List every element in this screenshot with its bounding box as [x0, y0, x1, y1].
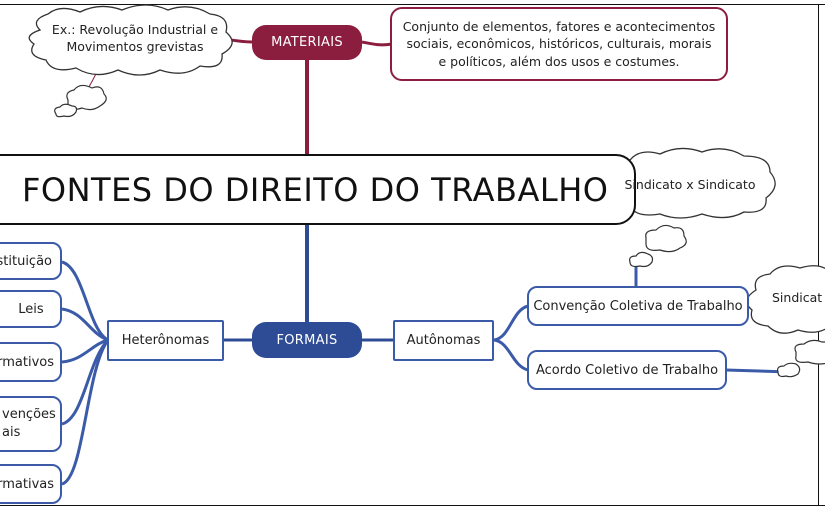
autonomas-item-acordo: Acordo Coletivo de Trabalho: [527, 350, 727, 390]
frame-right: [818, 4, 819, 506]
heteronomas-item-label: rmativos: [0, 354, 54, 370]
heteronomas-fan: [61, 260, 110, 486]
frame-bottom: [0, 505, 825, 506]
materiais-definition-box: Conjunto de elementos, fatores e acontec…: [390, 7, 728, 81]
materiais-label: MATERIAIS: [271, 35, 343, 50]
heteronomas-item-convencoes: venções ais: [0, 396, 62, 452]
autonomas-item-label: Acordo Coletivo de Trabalho: [535, 362, 719, 378]
cloud-sindicat-text: Sindicat: [772, 290, 823, 305]
heteronomas-item-label: stituição: [0, 253, 52, 269]
frame-top: [0, 4, 825, 5]
cloud-sindicat: [746, 265, 825, 334]
formais-label: FORMAIS: [276, 332, 338, 348]
autonomas-box: Autônomas: [393, 320, 494, 361]
heteronomas-item-label: venções ais: [2, 407, 56, 440]
cloud-example: [28, 4, 233, 76]
heteronomas-item-label: rmativas: [0, 476, 54, 492]
materiais-node: MATERIAIS: [252, 25, 362, 60]
materiais-example-text: Ex.: Revolução Industrial e Movimentos g…: [51, 22, 219, 54]
autonomas-fan: [493, 304, 529, 372]
cloud-sindicato-x-text: Sindicato x Sindicato: [624, 177, 756, 192]
autonomas-item-convencao: Convenção Coletiva de Trabalho: [527, 286, 749, 326]
heteronomas-item-constituicao: stituição: [0, 242, 62, 280]
autonomas-item-label: Convenção Coletiva de Trabalho: [533, 298, 743, 314]
line-materiais-definition: [361, 40, 393, 47]
title-box: FONTES DO DIREITO DO TRABALHO: [0, 154, 636, 225]
heteronomas-label: Heterônomas: [121, 333, 210, 348]
materiais-definition-text: Conjunto de elementos, fatores e acontec…: [402, 18, 716, 69]
cloud-small-mid: [629, 224, 687, 268]
page-title: FONTES DO DIREITO DO TRABALHO: [22, 170, 609, 209]
heteronomas-item-leis: Leis: [0, 290, 62, 328]
cloud-small-right: [777, 339, 825, 378]
heteronomas-box: Heterônomas: [107, 320, 224, 361]
formais-node: FORMAIS: [252, 322, 362, 358]
autonomas-label: Autônomas: [406, 333, 481, 348]
cloud-small-left: [54, 84, 107, 118]
heteronomas-item-normativas: rmativas: [0, 464, 62, 504]
heteronomas-item-label: Leis: [18, 301, 44, 317]
heteronomas-item-normativos: rmativos: [0, 342, 62, 382]
